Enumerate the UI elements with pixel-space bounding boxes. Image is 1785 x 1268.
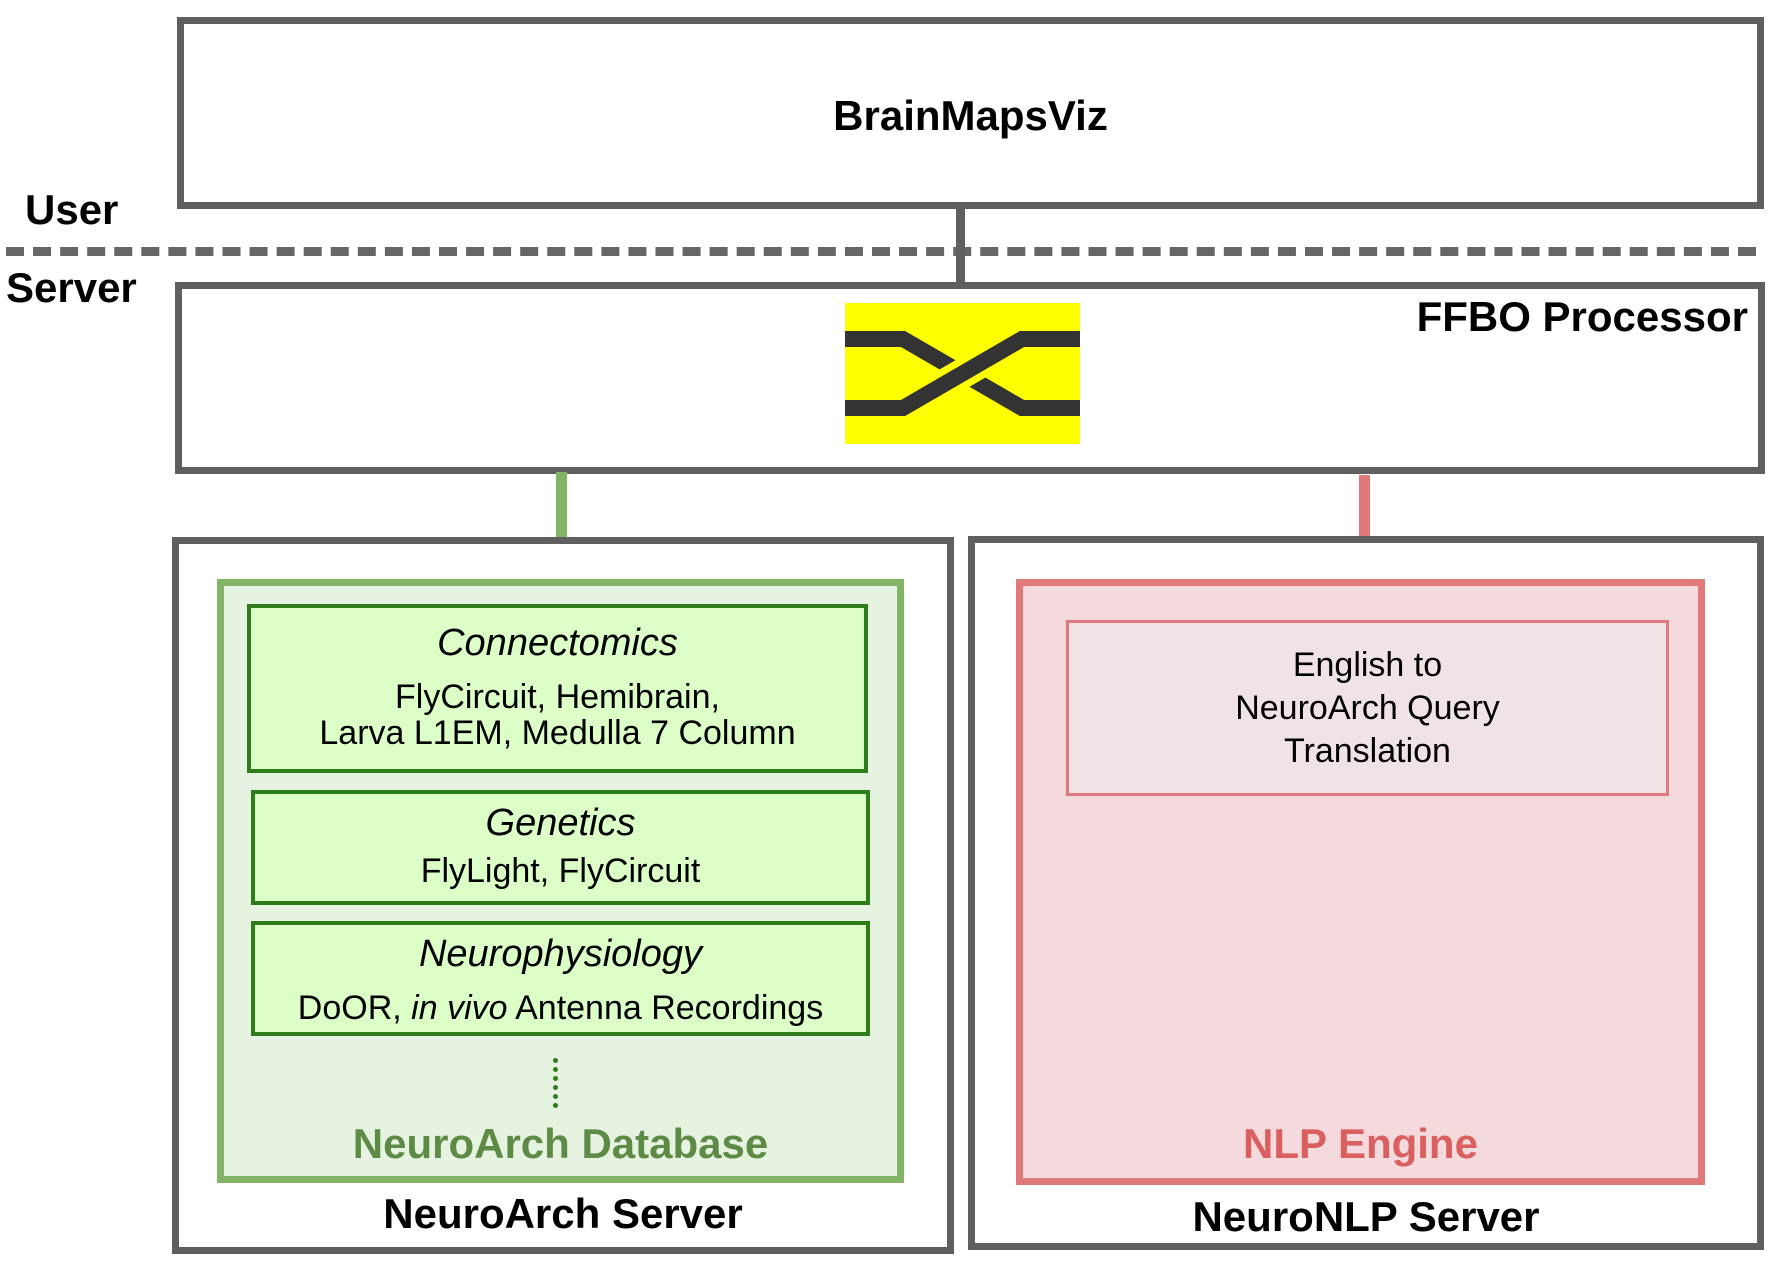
card-datasets: DoOR, in vivo Antenna Recordings bbox=[297, 989, 824, 1027]
vertical-ellipsis-icon bbox=[553, 1058, 559, 1108]
client-processor-connector bbox=[956, 206, 965, 282]
neuronlp-server-title: NeuroNLP Server bbox=[1192, 1193, 1540, 1240]
user-tier-label: User bbox=[25, 186, 119, 233]
card-line: Translation bbox=[1284, 732, 1451, 770]
query-translation-card: English to NeuroArch Query Translation bbox=[1066, 620, 1669, 796]
card-line: NeuroArch Query bbox=[1235, 689, 1500, 727]
card-line: English to bbox=[1292, 646, 1443, 684]
nlp-engine-title: NLP Engine bbox=[1243, 1120, 1478, 1167]
card-datasets: FlyLight, FlyCircuit bbox=[420, 852, 701, 890]
genetics-card: Genetics FlyLight, FlyCircuit bbox=[251, 790, 870, 905]
card-category: Genetics bbox=[485, 802, 636, 844]
ffbo-processor-title: FFBO Processor bbox=[1416, 293, 1748, 340]
neuroarch-server-title: NeuroArch Server bbox=[383, 1190, 743, 1237]
card-category: Neurophysiology bbox=[418, 933, 703, 975]
connectomics-card: Connectomics FlyCircuit, Hemibrain, Larv… bbox=[247, 604, 868, 773]
card-datasets: Larva L1EM, Medulla 7 Column bbox=[319, 714, 796, 752]
brainmapsviz-title: BrainMapsViz bbox=[833, 92, 1108, 139]
crossbar-switch-icon bbox=[845, 303, 1080, 444]
server-tier-label: Server bbox=[6, 264, 137, 311]
card-datasets: FlyCircuit, Hemibrain, bbox=[395, 678, 720, 716]
neuroarch-database-title: NeuroArch Database bbox=[352, 1120, 769, 1167]
neurophysiology-card: Neurophysiology DoOR, in vivo Antenna Re… bbox=[251, 921, 870, 1036]
user-server-divider bbox=[6, 247, 1756, 256]
processor-neuroarch-connector bbox=[556, 472, 567, 538]
brainmapsviz-box bbox=[177, 17, 1764, 209]
processor-neuronlp-connector bbox=[1359, 475, 1370, 537]
card-category: Connectomics bbox=[437, 622, 678, 664]
